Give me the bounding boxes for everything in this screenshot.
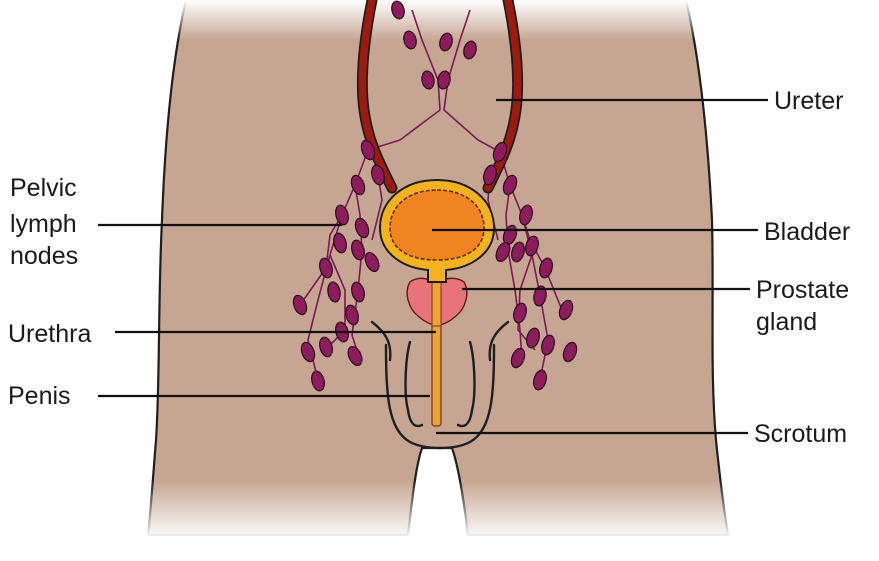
label-urethra: Urethra — [8, 320, 91, 348]
label-ureter: Ureter — [774, 87, 843, 115]
top-fade — [140, 0, 740, 40]
label-pelvic-line2: lymph — [10, 210, 77, 238]
label-scrotum: Scrotum — [754, 420, 847, 448]
label-bladder: Bladder — [764, 218, 850, 246]
label-penis: Penis — [8, 382, 71, 410]
bottom-fade — [140, 480, 740, 540]
label-pelvic-line1: Pelvic — [10, 174, 77, 202]
label-pelvic-line3: nodes — [10, 242, 78, 270]
label-prostate-line2: gland — [756, 308, 817, 336]
label-prostate-line1: Prostate — [756, 276, 849, 304]
